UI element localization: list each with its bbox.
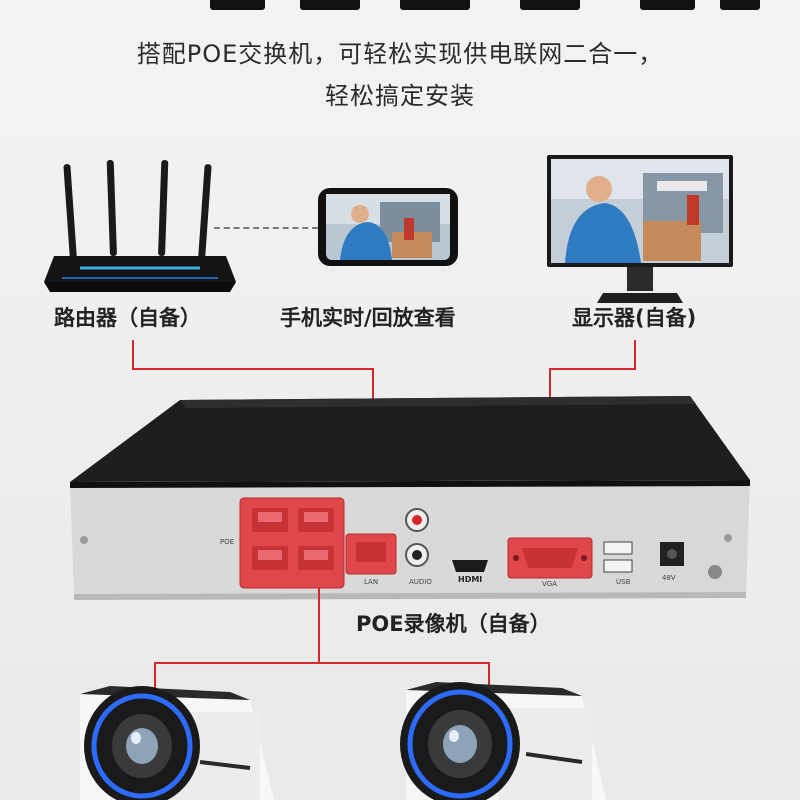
poe-wire-vertical [318,588,320,664]
wireless-link-dashed-line [214,227,318,229]
router-wire-vertical [132,340,134,370]
headline-line-2: 轻松搞定安装 [325,82,475,110]
router-wire-horizontal [132,368,374,370]
poe-wire-camera-1 [154,662,156,692]
hdmi-port-label: HDMI [458,575,483,584]
top-title-fragment [0,0,800,14]
monitor-image [547,155,733,303]
usb-port-label: USB [616,578,631,586]
power-port-label: 48V [662,574,676,582]
headline-line-1: 搭配POE交换机，可轻松实现供电联网二合一， [136,40,664,68]
lan-port-label: LAN [364,578,379,586]
monitor-wire-horizontal [549,368,636,370]
nvr-label: POE录像机（自备） [356,612,551,636]
poe-wire-horizontal [154,662,490,664]
camera-2-image [400,682,606,800]
audio-port-label: AUDIO [409,578,432,586]
poe-port-label: POE [220,538,235,546]
router-image [44,160,236,292]
phone-label: 手机实时/回放查看 [280,306,456,330]
phone-image [318,188,458,266]
router-label: 路由器（自备） [54,306,201,330]
poe-wire-camera-2 [488,662,490,692]
camera-1-image [80,686,274,800]
monitor-label: 显示器(自备) [572,306,697,330]
nvr-recorder [70,396,750,600]
vga-port-label: VGA [542,580,558,588]
monitor-wire-vertical [634,340,636,370]
